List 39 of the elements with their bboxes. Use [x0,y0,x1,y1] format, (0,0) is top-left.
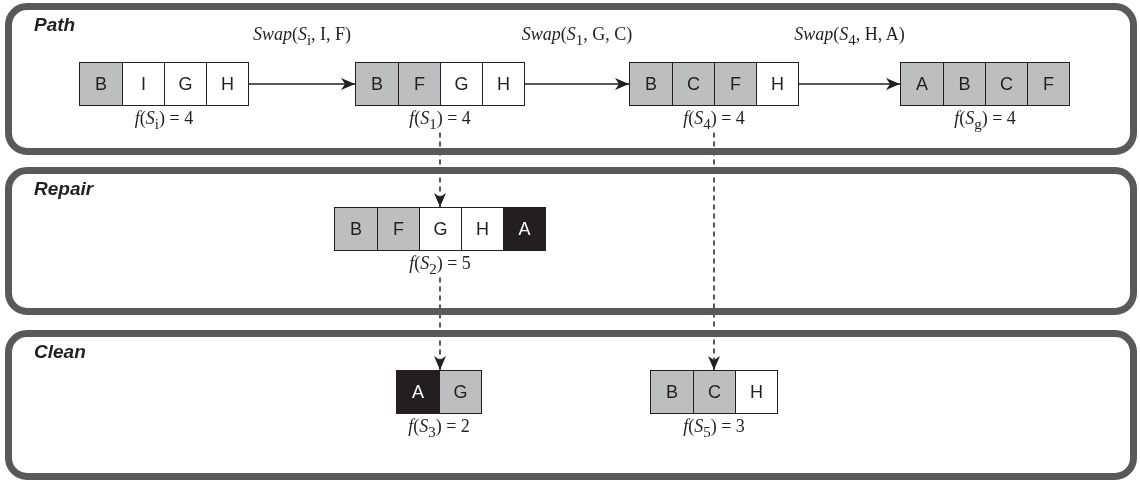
dashed-arrow [434,131,446,208]
sequence-cell: F [377,208,419,250]
band-title: Clean [34,341,86,363]
sequence-cell: F [714,63,756,105]
band-title: Path [34,14,76,36]
dashed-arrow [708,131,720,371]
sequence-cell: G [439,371,481,413]
arrow [524,78,630,90]
band-panel [5,167,1137,315]
sequence-cell: B [80,63,122,105]
cost-label: f(S$_{g}$) = 4 [954,108,1016,133]
cost-label: f(S$_{2}$) = 5 [409,253,471,278]
sequence-cell: A [397,371,439,413]
cost-label: f(S$_{4}$) = 4 [683,108,745,133]
cost-label: f(S$_{5}$) = 3 [683,416,745,441]
arrow [798,78,901,90]
sequence-cell: F [398,63,440,105]
band-panel [5,3,1137,155]
cost-label: f(S$_{i}$) = 4 [134,108,194,133]
sequence-cell: C [693,371,735,413]
sequence-cell: A [901,63,943,105]
cost-label: f(S$_{1}$) = 4 [409,108,471,133]
sequence-cell: B [630,63,672,105]
sequence-cell: B [651,371,693,413]
sequence-cell: B [943,63,985,105]
edge-label: Swap(S$_{1}$, G, C) [521,24,633,49]
arrow [248,78,356,90]
band-title: Repair [34,178,94,200]
edge-label: Swap(S$_{4}$, H, A) [794,24,905,49]
sequence-cell: B [356,63,398,105]
edge-label: Swap(S$_{i}$, I, F) [252,24,352,49]
cost-label: f(S$_{3}$) = 2 [408,416,470,441]
sequence-cell: B [335,208,377,250]
sequence-cell: C [672,63,714,105]
sequence-cell: A [503,208,545,250]
sequence-cell: C [985,63,1027,105]
sequence-cell: F [1027,63,1069,105]
dashed-arrow [434,276,446,371]
band-panel [5,330,1137,480]
